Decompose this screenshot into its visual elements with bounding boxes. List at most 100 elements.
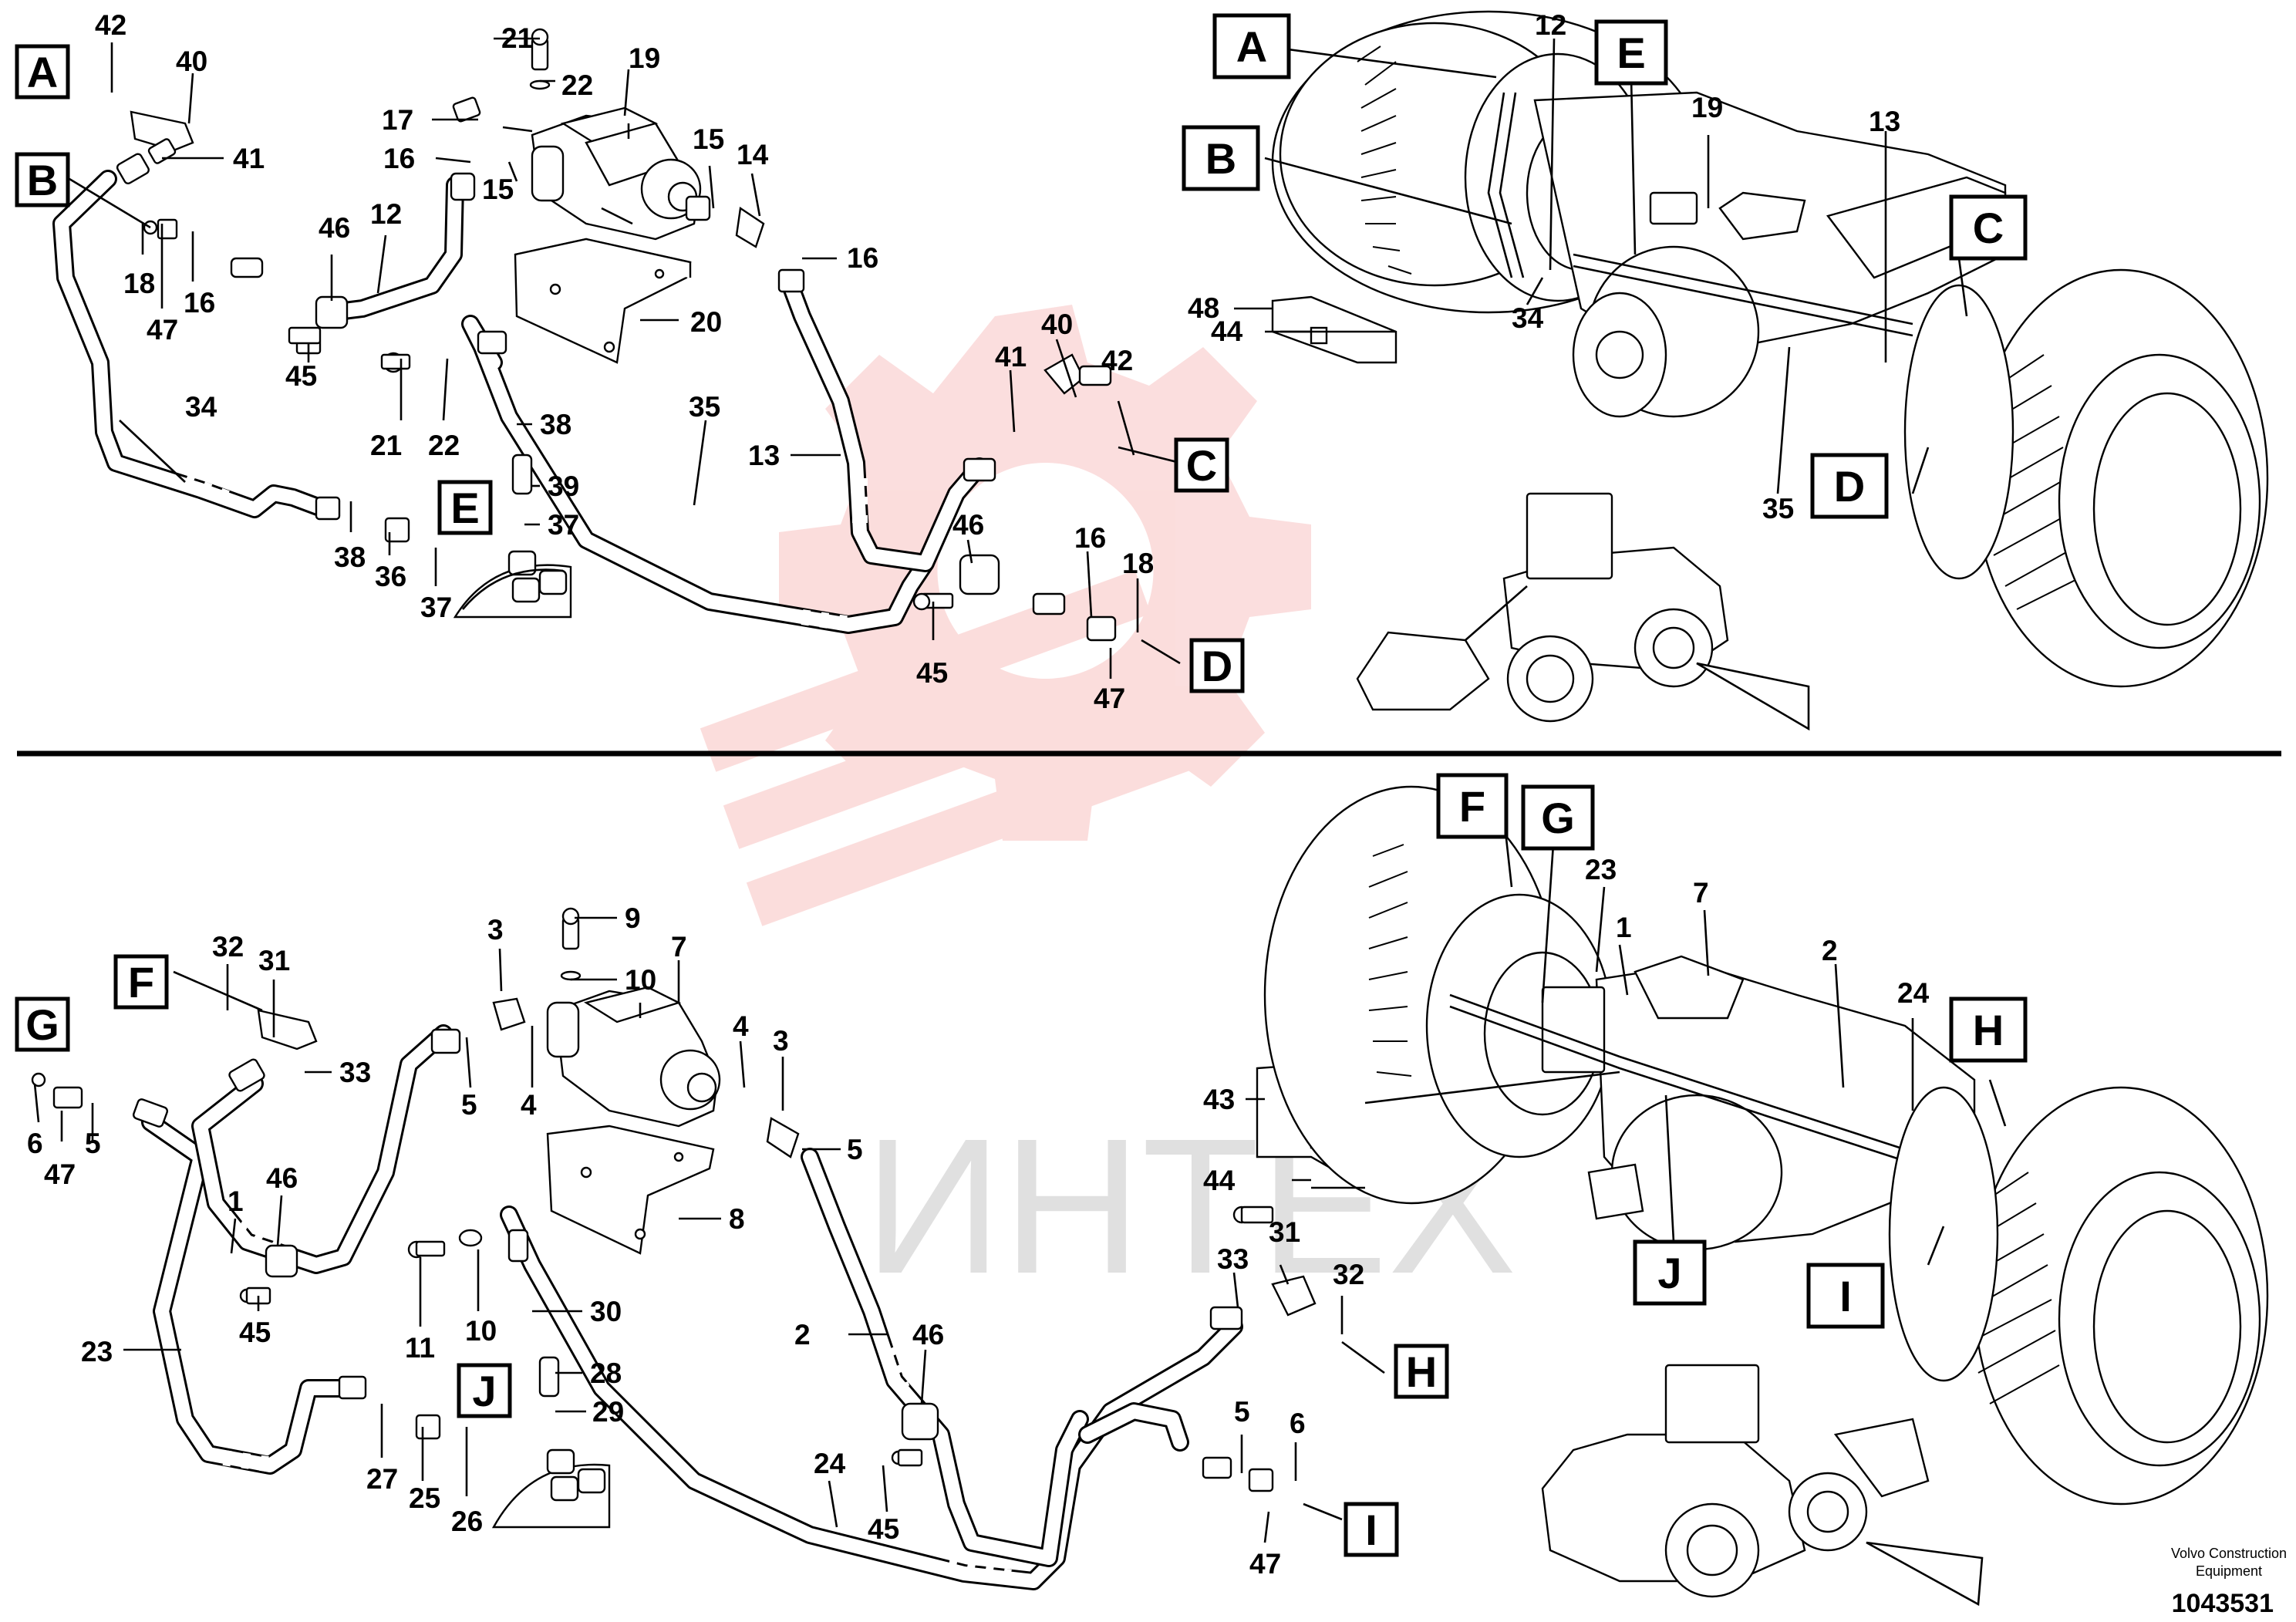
svg-text:6: 6 — [1290, 1408, 1306, 1439]
view-arrow-bottom — [1866, 1541, 1984, 1607]
svg-text:6: 6 — [27, 1128, 43, 1159]
svg-text:12: 12 — [370, 198, 402, 230]
svg-text:32: 32 — [212, 931, 244, 963]
svg-text:3: 3 — [487, 914, 504, 946]
svg-text:F: F — [128, 958, 154, 1007]
svg-text:40: 40 — [1041, 309, 1073, 340]
valve-7 — [546, 986, 721, 1128]
svg-text:5: 5 — [1234, 1396, 1250, 1428]
svg-text:23: 23 — [1585, 854, 1617, 885]
hub-partial-top — [453, 550, 572, 619]
svg-text:16: 16 — [184, 287, 215, 319]
svg-text:C: C — [1973, 204, 2004, 252]
svg-text:E: E — [450, 484, 479, 532]
svg-text:B: B — [27, 156, 58, 204]
svg-text:46: 46 — [266, 1162, 298, 1194]
svg-text:7: 7 — [671, 931, 687, 963]
svg-text:15: 15 — [482, 174, 514, 205]
svg-text:12: 12 — [1535, 9, 1566, 41]
svg-text:22: 22 — [428, 430, 460, 461]
svg-text:46: 46 — [912, 1319, 944, 1351]
part-numbers-bottom: 32 31 33 6 47 5 1 46 45 23 9 3 10 7 5 4 … — [27, 854, 1930, 1580]
svg-text:10: 10 — [465, 1315, 497, 1347]
svg-text:42: 42 — [1101, 345, 1133, 376]
hub-partial-bottom — [491, 1448, 611, 1529]
svg-text:34: 34 — [185, 391, 217, 423]
bracket-8 — [546, 1125, 715, 1255]
svg-text:38: 38 — [540, 409, 571, 440]
svg-text:31: 31 — [258, 945, 290, 976]
svg-text:35: 35 — [1762, 493, 1794, 524]
svg-text:4: 4 — [733, 1010, 749, 1042]
svg-text:28: 28 — [590, 1357, 622, 1389]
loader-illustration-bottom — [1541, 1364, 1930, 1598]
svg-text:38: 38 — [334, 541, 366, 573]
svg-text:D: D — [1202, 642, 1232, 690]
svg-text:A: A — [27, 48, 58, 96]
leader-lines — [33, 37, 2007, 1543]
svg-text:18: 18 — [123, 268, 155, 299]
svg-text:I: I — [1839, 1272, 1852, 1320]
svg-text:21: 21 — [501, 22, 533, 54]
svg-text:27: 27 — [366, 1463, 398, 1495]
svg-text:G: G — [1541, 794, 1575, 842]
svg-text:37: 37 — [420, 592, 452, 623]
svg-text:9: 9 — [625, 902, 641, 934]
svg-text:16: 16 — [383, 143, 415, 174]
svg-text:46: 46 — [319, 212, 350, 244]
part-numbers-top: 42 40 41 18 47 16 46 12 45 17 16 15 21 2… — [95, 9, 1900, 714]
svg-text:14: 14 — [737, 139, 769, 170]
svg-text:15: 15 — [693, 123, 724, 155]
svg-text:8: 8 — [729, 1203, 745, 1235]
svg-text:43: 43 — [1203, 1084, 1235, 1115]
svg-text:48: 48 — [1188, 292, 1219, 324]
svg-text:19: 19 — [629, 42, 660, 74]
svg-text:2: 2 — [794, 1319, 811, 1351]
svg-text:44: 44 — [1211, 315, 1243, 347]
svg-text:5: 5 — [461, 1089, 477, 1121]
svg-text:H: H — [1973, 1006, 2004, 1054]
svg-text:13: 13 — [748, 440, 780, 471]
svg-text:F: F — [1459, 782, 1485, 831]
svg-text:45: 45 — [285, 360, 317, 392]
svg-text:1: 1 — [1616, 912, 1632, 943]
svg-text:E: E — [1617, 29, 1645, 77]
svg-text:35: 35 — [689, 391, 720, 423]
svg-text:G: G — [25, 1000, 59, 1049]
svg-text:16: 16 — [847, 242, 878, 274]
svg-text:C: C — [1186, 441, 1217, 490]
svg-text:16: 16 — [1074, 522, 1106, 554]
bottom-tubes — [141, 1024, 1243, 1590]
svg-text:Volvo Construction: Volvo Construction — [2171, 1546, 2287, 1561]
svg-text:41: 41 — [233, 143, 265, 174]
svg-text:25: 25 — [409, 1482, 440, 1514]
svg-text:10: 10 — [625, 964, 656, 996]
svg-text:H: H — [1406, 1347, 1437, 1396]
svg-text:34: 34 — [1512, 302, 1544, 334]
svg-text:30: 30 — [590, 1296, 622, 1327]
svg-text:37: 37 — [548, 509, 579, 541]
svg-text:45: 45 — [916, 657, 948, 689]
bottom-axle-assembly — [1263, 785, 2269, 1506]
svg-text:1043531: 1043531 — [2172, 1589, 2274, 1618]
bottom-fittings — [31, 907, 1317, 1492]
svg-text:47: 47 — [147, 314, 178, 346]
svg-text:5: 5 — [847, 1134, 863, 1165]
svg-text:33: 33 — [339, 1057, 371, 1088]
svg-text:A: A — [1236, 22, 1267, 71]
footer-brand: Volvo Construction Equipment 1043531 — [2171, 1546, 2287, 1618]
svg-text:21: 21 — [370, 430, 402, 461]
svg-text:36: 36 — [375, 561, 406, 592]
svg-text:B: B — [1205, 134, 1236, 183]
svg-text:45: 45 — [239, 1317, 271, 1348]
svg-text:D: D — [1834, 462, 1865, 511]
svg-text:46: 46 — [952, 509, 984, 541]
svg-text:11: 11 — [405, 1332, 435, 1364]
svg-text:17: 17 — [382, 104, 413, 136]
svg-text:45: 45 — [868, 1513, 899, 1545]
svg-text:47: 47 — [44, 1158, 76, 1190]
svg-text:39: 39 — [548, 470, 579, 502]
top-tubes — [52, 170, 989, 634]
svg-text:J: J — [1657, 1249, 1681, 1297]
bracket-48 — [1271, 295, 1397, 364]
